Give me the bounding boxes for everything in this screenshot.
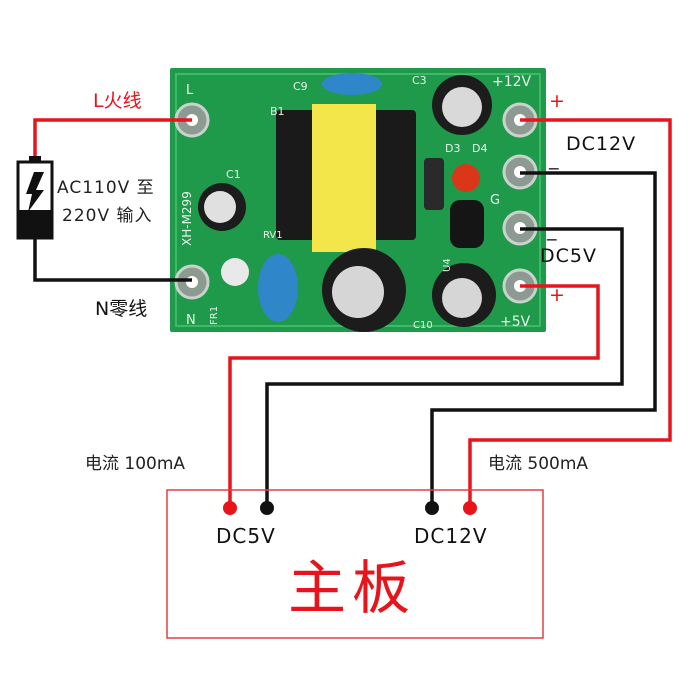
ac-input-line1: AC110V 至	[57, 178, 155, 198]
silk-D4: D4	[472, 142, 487, 155]
led-d4	[452, 164, 480, 192]
regulator-u4	[450, 200, 484, 248]
silk-D3: D3	[445, 142, 460, 155]
silk-FR1: FR1	[209, 306, 220, 325]
silk-L: L	[186, 83, 194, 98]
silk-G: G	[490, 193, 500, 208]
silk-5v: +5V	[500, 314, 531, 330]
capacitor-c1	[198, 183, 246, 231]
silk-12v: +12V	[492, 74, 532, 90]
minus-12v-sign: _	[548, 148, 559, 170]
mainboard-5v-gnd-terminal	[260, 501, 274, 515]
capacitor-c9	[322, 73, 382, 95]
n-line-label: N零线	[95, 298, 147, 320]
power-module-board: L N C9 C3 B1 C1 D3 D4 G +12V +5V RV1 C10…	[170, 68, 546, 332]
silk-C9: C9	[293, 80, 308, 93]
wire-12v-plus-red	[468, 118, 672, 506]
silk-U4: U4	[442, 258, 453, 272]
mainboard-5v-plus-terminal	[223, 501, 237, 515]
ac-input-line2: 220V 输入	[62, 206, 152, 226]
l-line-label: L火线	[93, 90, 142, 112]
plus-5v-sign: +	[549, 284, 565, 306]
current-500ma-label: 电流 500mA	[488, 454, 588, 474]
mainboard-12v-plus-terminal	[463, 501, 477, 515]
battery-lightning-icon	[16, 156, 54, 240]
fuse	[221, 258, 249, 286]
wire-L-red	[33, 118, 192, 160]
wire-12v-gnd-black	[430, 171, 657, 506]
capacitor-c10	[432, 263, 496, 327]
wires	[33, 118, 672, 506]
mainboard-12v-gnd-terminal	[425, 501, 439, 515]
transformer	[276, 104, 416, 252]
silk-C3: C3	[412, 74, 427, 87]
dc12v-output-label: DC12V	[566, 133, 636, 155]
mainboard-dc5v-label: DC5V	[216, 524, 276, 548]
wire-N-black	[33, 238, 192, 282]
silk-B1: B1	[270, 105, 285, 118]
dc5v-output-label: DC5V	[540, 245, 597, 267]
pad-N	[174, 264, 210, 300]
minus-5v-sign: _	[546, 219, 557, 241]
silk-N: N	[186, 313, 196, 328]
silk-RV: RV1	[263, 230, 283, 241]
mainboard: DC5V DC12V 主板	[166, 489, 544, 639]
varistor	[258, 254, 298, 322]
wire-5v-plus-red	[228, 284, 600, 506]
plus-12v-sign: +	[549, 90, 565, 112]
current-100ma-label: 电流 100mA	[85, 454, 185, 474]
silk-C1: C1	[226, 168, 241, 181]
diode-d3	[424, 158, 444, 210]
mainboard-title: 主板	[288, 554, 416, 622]
capacitor-c3	[432, 75, 492, 135]
mainboard-dc12v-label: DC12V	[414, 524, 488, 548]
capacitor-c2	[322, 248, 406, 332]
silk-model: XH-M299	[180, 191, 194, 246]
wire-5v-gnd-black	[265, 227, 624, 506]
silk-C10: C10	[413, 320, 433, 331]
